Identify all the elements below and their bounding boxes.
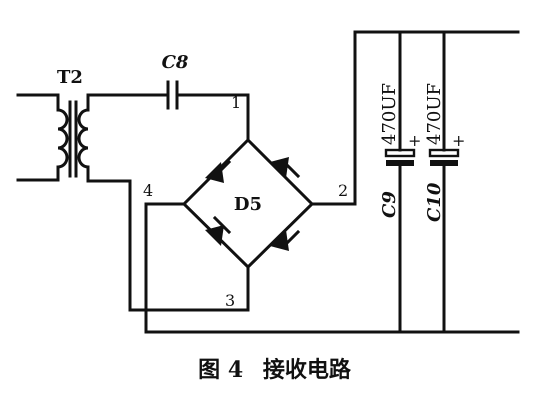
capacitor-c9: + 470UF C9: [379, 30, 421, 334]
c9-label: C9: [379, 191, 400, 218]
c10-polarity: +: [452, 131, 465, 150]
c10-value: 470UF: [424, 83, 445, 145]
figure-caption: 图 4 接收电路: [0, 352, 549, 384]
c10-label: C10: [424, 182, 445, 222]
c9-value: 470UF: [379, 83, 400, 145]
diode-top-left: [205, 159, 232, 183]
figure-number: 图 4: [198, 357, 244, 383]
primary-lead-top: [16, 93, 60, 112]
capacitor-c10: + 470UF C10: [424, 30, 465, 334]
c8-lead-right: [175, 93, 250, 142]
primary-winding: [56, 108, 69, 169]
pin2-rail-wire: [310, 30, 357, 206]
pin4-ground-wire: [144, 202, 186, 334]
secondary-lead-bottom: [86, 165, 250, 312]
figure-title: 接收电路: [262, 357, 351, 383]
bridge-label: D5: [234, 194, 262, 215]
diode-bottom-right: [270, 229, 301, 251]
primary-lead-bottom: [16, 166, 60, 182]
secondary-winding: [77, 108, 90, 169]
pin-1-label: 1: [231, 93, 241, 112]
pin-2-label: 2: [338, 181, 348, 200]
diode-bottom-left: [205, 215, 232, 246]
transformer-label: T2: [57, 67, 83, 88]
capacitor-c8: C8: [162, 52, 250, 142]
pin-4-label: 4: [143, 181, 153, 200]
pin-3-label: 3: [225, 291, 235, 310]
c9-polarity: +: [408, 131, 421, 150]
c8-label: C8: [162, 52, 189, 73]
secondary-lead-top: [86, 93, 167, 112]
diode-top-right: [270, 157, 301, 179]
transformer-t2: T2: [16, 67, 250, 312]
bridge-rectifier-d5: D5: [181, 137, 315, 270]
bridge-diamond: [181, 137, 315, 270]
